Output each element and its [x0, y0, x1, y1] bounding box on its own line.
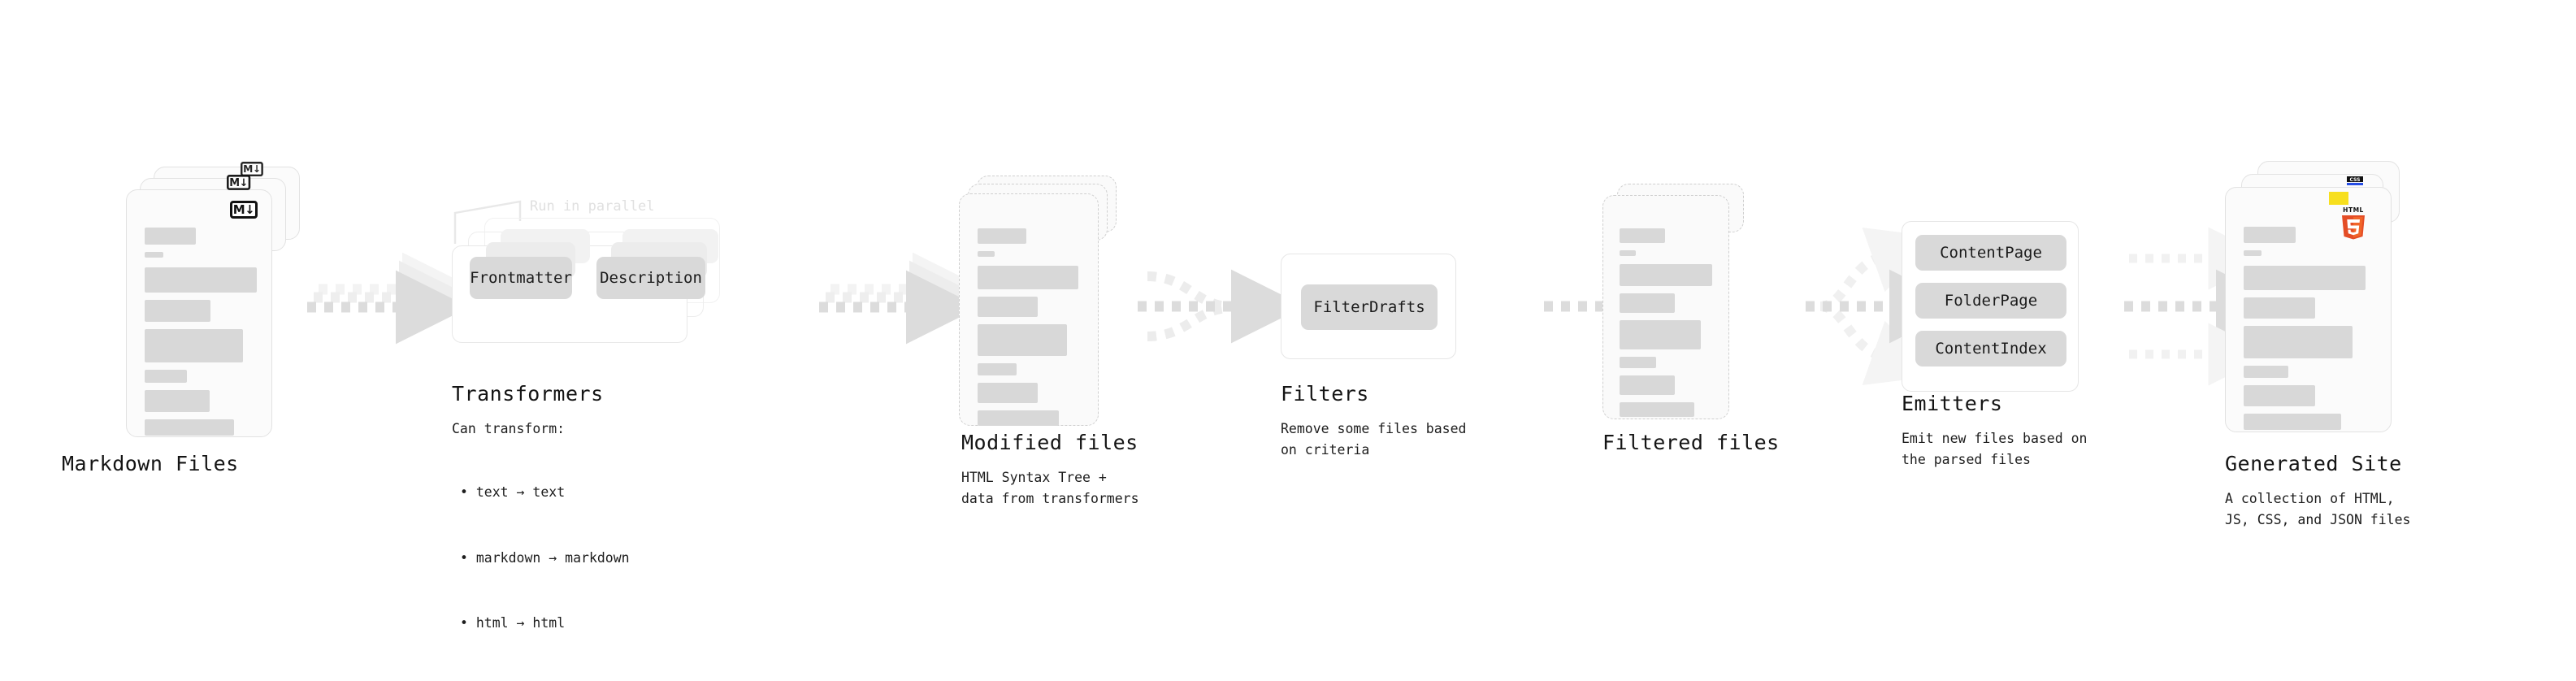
filters-group: FilterDrafts	[1281, 254, 1456, 359]
transformers-bullets: • text → text • markdown → markdown • ht…	[460, 439, 630, 678]
skeleton-bar	[2244, 326, 2353, 358]
skeleton-bar	[145, 419, 234, 436]
skeleton-bar	[978, 251, 995, 257]
modified-file-card-front	[959, 193, 1099, 426]
arrow-emitters-to-site	[2124, 227, 2290, 386]
skeleton-bar	[2244, 250, 2262, 256]
generated-site-caption: A collection of HTML, JS, CSS, and JSON …	[2225, 491, 2411, 527]
skeleton-bar	[978, 228, 1026, 244]
generated-skeleton-bars	[2244, 227, 2376, 437]
svg-text:HTML: HTML	[2343, 206, 2364, 214]
modified-files-caption: HTML Syntax Tree + data from transformer…	[961, 470, 1139, 506]
markdown-icon-back: M↓	[241, 162, 263, 177]
skeleton-bar	[1620, 228, 1665, 243]
emitters-group: ContentPage FolderPage ContentIndex	[1902, 221, 2079, 392]
skeleton-bar	[145, 252, 163, 258]
skeleton-bar	[145, 228, 196, 245]
skeleton-bar	[145, 300, 210, 322]
filtered-skeleton-bars	[1620, 228, 1714, 424]
skeleton-bar	[978, 324, 1067, 356]
skeleton-bar	[978, 363, 1017, 375]
emitter-chip-folderpage[interactable]: FolderPage	[1915, 283, 2066, 319]
arrow-filtered-to-emitters	[1806, 228, 1963, 385]
javascript-icon	[2329, 192, 2348, 205]
skeleton-bar	[978, 383, 1038, 403]
skeleton-bar	[1620, 293, 1675, 313]
page-title-generated-site: Generated Site	[2225, 452, 2402, 475]
arrow-modified-to-filters	[1138, 269, 1305, 344]
markdown-icon-mid: M↓	[227, 175, 251, 190]
transformers-caption: Can transform:	[452, 421, 566, 436]
skeleton-bar	[1620, 250, 1636, 256]
emitter-chip-contentindex[interactable]: ContentIndex	[1915, 331, 2066, 367]
skeleton-bar	[978, 297, 1038, 317]
transformer-chip-frontmatter[interactable]: Frontmatter	[470, 257, 572, 299]
modified-skeleton-bars	[978, 228, 1083, 433]
skeleton-bar	[2244, 414, 2341, 430]
skeleton-bar	[145, 370, 187, 383]
svg-text:CSS: CSS	[2350, 177, 2361, 183]
skeleton-bar	[2244, 297, 2315, 319]
css3-icon: CSS	[2347, 174, 2363, 189]
markdown-icon: M↓	[230, 201, 258, 219]
transformer-chip-description[interactable]: Description	[596, 257, 705, 299]
page-title-markdown-files: Markdown Files	[62, 452, 239, 475]
arrow-transformers-to-modified	[819, 252, 987, 345]
arrow-md-to-transformers	[307, 252, 476, 345]
skeleton-bar	[145, 267, 257, 293]
emitters-caption: Emit new files based on the parsed files	[1902, 431, 2088, 467]
filter-chip-filterdrafts[interactable]: FilterDrafts	[1301, 284, 1438, 330]
emitter-chip-contentpage[interactable]: ContentPage	[1915, 235, 2066, 271]
page-title-emitters: Emitters	[1902, 392, 2003, 415]
markdown-file-card-front	[126, 189, 272, 437]
page-title-filtered-files: Filtered files	[1602, 431, 1780, 454]
skeleton-bar	[978, 266, 1078, 289]
page-title-filters: Filters	[1281, 382, 1369, 406]
generated-file-card-html	[2225, 187, 2392, 432]
run-in-parallel-label: Run in parallel	[530, 198, 655, 215]
skeleton-bar	[1620, 375, 1675, 395]
skeleton-bar	[145, 390, 210, 412]
page-title-modified-files: Modified files	[961, 431, 1138, 454]
skeleton-bar	[2244, 266, 2366, 290]
skeleton-bar	[1620, 320, 1701, 349]
skeleton-bar	[2244, 366, 2288, 378]
skeleton-bar	[1620, 402, 1694, 417]
page-title-transformers: Transformers	[452, 382, 604, 406]
markdown-skeleton-bars	[145, 228, 257, 443]
transformers-bullet-item: • text → text	[460, 484, 566, 501]
transformers-bullet-item: • html → html	[460, 614, 566, 631]
skeleton-bar	[1620, 357, 1656, 368]
skeleton-bar	[2244, 227, 2296, 243]
filtered-file-card-front	[1602, 195, 1729, 419]
skeleton-bar	[145, 329, 243, 362]
transformers-bullet-item: • markdown → markdown	[460, 549, 630, 566]
skeleton-bar	[1620, 264, 1712, 286]
skeleton-bar	[978, 410, 1059, 426]
html5-icon: HTML	[2339, 206, 2368, 243]
skeleton-bar	[2244, 385, 2315, 406]
filters-caption: Remove some files based on criteria	[1281, 421, 1467, 458]
